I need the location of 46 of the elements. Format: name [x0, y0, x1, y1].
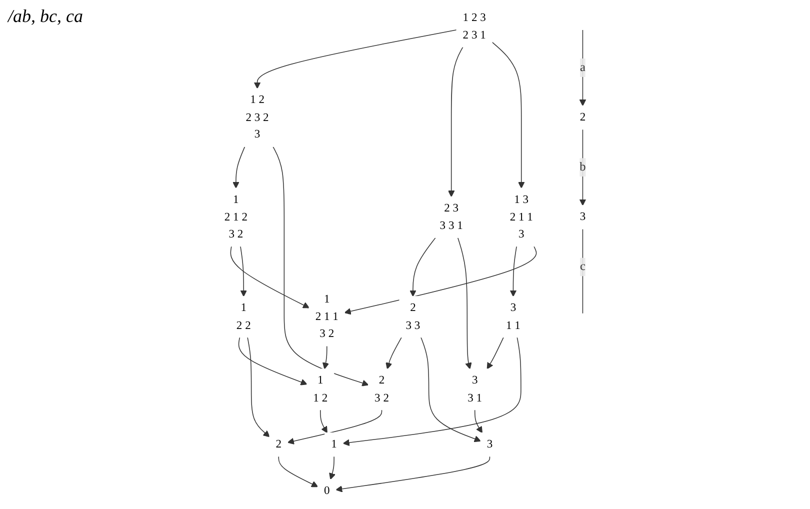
node-text: 1 2 2 3 2 3: [246, 94, 269, 141]
arrow: [342, 336, 522, 446]
arrow: [230, 246, 310, 308]
relations-note: /ab, bc, ca: [8, 6, 83, 27]
node-text: 2: [276, 438, 282, 451]
arrow: [336, 456, 490, 492]
arrow: [322, 346, 330, 370]
arrow: [510, 246, 517, 297]
arrow: [232, 146, 246, 188]
arrow: [344, 246, 537, 315]
node-text: 2: [580, 111, 586, 124]
edge-label: a: [580, 60, 586, 74]
arrow: [474, 409, 483, 434]
arrow: [254, 30, 457, 89]
node-text: 2 3 3 3 1: [440, 202, 463, 232]
arrow: [247, 336, 270, 438]
arrow: [492, 42, 525, 188]
node-text: 1 2 1 2 3 2: [224, 194, 248, 240]
arrow: [240, 246, 248, 297]
edge-label: c: [580, 260, 586, 274]
arrow: [579, 29, 586, 106]
node-text: 1 3 2 1 1 3: [510, 194, 533, 240]
node-text: 2 3 2: [374, 374, 389, 404]
edge-label: b: [580, 160, 586, 174]
arrow: [386, 336, 402, 370]
arrow: [410, 237, 436, 297]
node-text: 1 2 2: [236, 302, 251, 332]
node-text: 1 2 3 2 3 1: [462, 12, 486, 42]
node-text: 3: [486, 438, 493, 451]
arrow: [448, 46, 464, 198]
node-text: 3: [580, 210, 586, 224]
arrow: [579, 128, 586, 206]
node-text: 3 1 1: [506, 302, 520, 332]
arrow: [457, 237, 472, 370]
node-text: 0: [324, 484, 330, 498]
arrow: [329, 456, 336, 480]
arrow: [320, 409, 328, 434]
arrow: [287, 409, 382, 444]
arrow: [420, 336, 481, 442]
arrow: [272, 146, 369, 386]
arrow: [278, 456, 318, 488]
arrow: [486, 336, 504, 370]
node-text: 1 2 1 1 3 2: [315, 293, 338, 340]
node-text: 3 3 1: [468, 374, 482, 404]
arrow: [238, 336, 308, 386]
connector: [582, 228, 584, 314]
